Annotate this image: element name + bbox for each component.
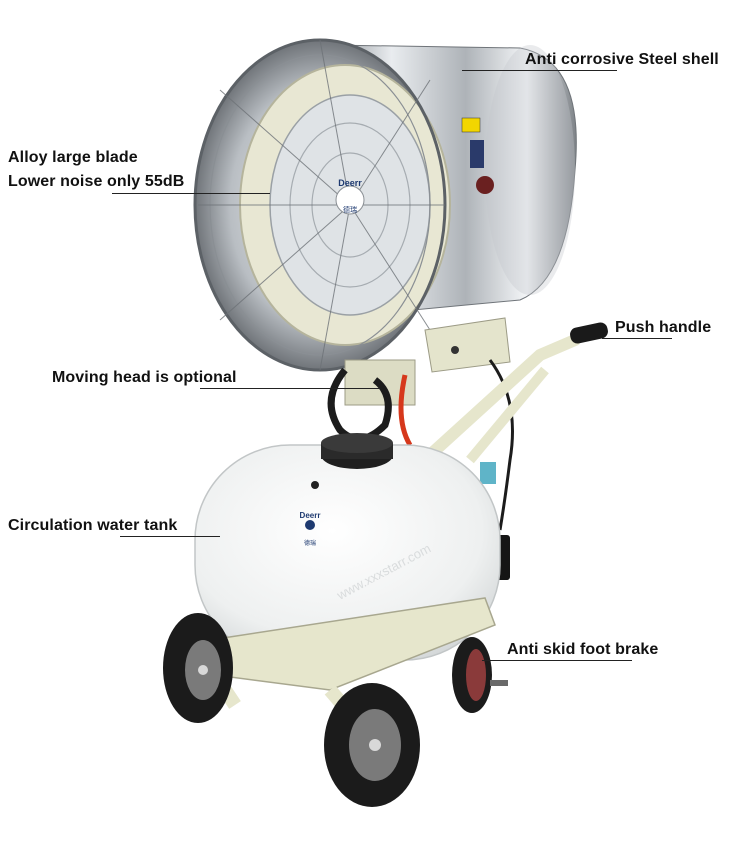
tag-sticker-icon xyxy=(480,462,496,484)
tank-logo-subtext: 德瑞 xyxy=(304,539,316,547)
callout-line-blade xyxy=(112,193,270,194)
fan-logo-subtext: 德瑞 xyxy=(343,205,357,214)
brake-caster xyxy=(452,637,508,713)
callout-line-push-handle xyxy=(602,338,672,339)
label-moving-head: Moving head is optional xyxy=(52,369,237,386)
callout-line-moving-head xyxy=(200,388,380,389)
control-sticker-icon xyxy=(470,140,484,168)
callout-line-water-tank xyxy=(120,536,220,537)
front-right-wheel xyxy=(324,683,420,807)
front-left-wheel xyxy=(163,613,233,723)
callout-line-steel-shell xyxy=(462,70,617,71)
label-push-handle: Push handle xyxy=(615,319,712,336)
water-tank: Deerr 德瑞 www.xxxstarr.com xyxy=(194,433,501,661)
label-water-tank: Circulation water tank xyxy=(8,517,178,534)
tank-logo-text: Deerr xyxy=(300,511,321,520)
warning-sticker-icon xyxy=(461,117,481,133)
label-blade-line1: Alloy large blade xyxy=(8,149,138,166)
fan-logo-text: Deerr xyxy=(338,178,362,188)
label-foot-brake: Anti skid foot brake xyxy=(507,641,659,658)
handle-grip xyxy=(570,322,608,344)
fan-guard: Deerr 德瑞 xyxy=(193,38,451,372)
caution-sticker-icon xyxy=(476,176,494,194)
callout-line-foot-brake xyxy=(482,660,632,661)
label-steel-shell: Anti corrosive Steel shell xyxy=(525,51,719,68)
label-blade-line2: Lower noise only 55dB xyxy=(8,173,185,190)
